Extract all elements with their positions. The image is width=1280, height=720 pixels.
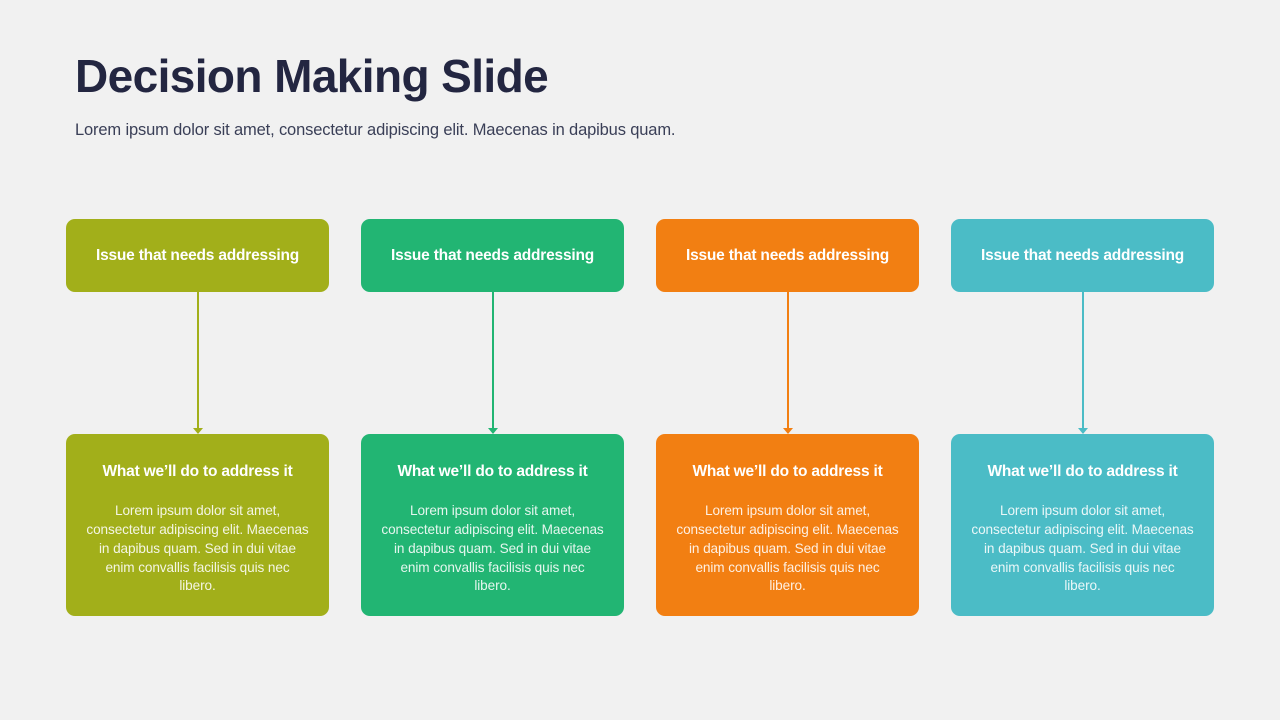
action-card-2[interactable]: What we’ll do to address it Lorem ipsum … — [361, 434, 624, 616]
action-card-title: What we’ll do to address it — [102, 463, 293, 480]
action-card-body: Lorem ipsum dolor sit amet, consectetur … — [86, 503, 309, 594]
page-subtitle: Lorem ipsum dolor sit amet, consectetur … — [75, 120, 676, 139]
connector-4 — [1077, 292, 1088, 434]
issue-card-label: Issue that needs addressing — [685, 246, 890, 264]
issue-card-label: Issue that needs addressing — [95, 246, 300, 264]
arrow-down-icon — [1077, 428, 1088, 434]
connector-line — [491, 292, 494, 433]
decision-columns: Issue that needs addressing What we’ll d… — [66, 219, 1214, 616]
slide-header: Decision Making Slide Lorem ipsum dolor … — [75, 50, 1205, 141]
action-card-1[interactable]: What we’ll do to address it Lorem ipsum … — [66, 434, 329, 616]
issue-card-label: Issue that needs addressing — [390, 246, 595, 264]
action-card-body: Lorem ipsum dolor sit amet, consectetur … — [676, 503, 899, 594]
action-card-title: What we’ll do to address it — [397, 463, 588, 480]
issue-card-3[interactable]: Issue that needs addressing — [656, 219, 919, 292]
issue-card-1[interactable]: Issue that needs addressing — [66, 219, 329, 292]
page-title: Decision Making Slide — [75, 50, 549, 102]
decision-column-1: Issue that needs addressing What we’ll d… — [66, 219, 329, 616]
decision-column-4: Issue that needs addressing What we’ll d… — [951, 219, 1214, 616]
issue-card-label: Issue that needs addressing — [980, 246, 1185, 264]
arrow-down-icon — [192, 428, 203, 434]
issue-card-4[interactable]: Issue that needs addressing — [951, 219, 1214, 292]
issue-card-2[interactable]: Issue that needs addressing — [361, 219, 624, 292]
connector-3 — [782, 292, 793, 434]
decision-column-2: Issue that needs addressing What we’ll d… — [361, 219, 624, 616]
connector-line — [196, 292, 199, 433]
action-card-body: Lorem ipsum dolor sit amet, consectetur … — [381, 503, 604, 594]
action-card-4[interactable]: What we’ll do to address it Lorem ipsum … — [951, 434, 1214, 616]
action-card-3[interactable]: What we’ll do to address it Lorem ipsum … — [656, 434, 919, 616]
connector-line — [786, 292, 789, 433]
decision-column-3: Issue that needs addressing What we’ll d… — [656, 219, 919, 616]
connector-2 — [487, 292, 498, 434]
action-card-title: What we’ll do to address it — [987, 463, 1178, 480]
connector-line — [1081, 292, 1084, 433]
arrow-down-icon — [487, 428, 498, 434]
connector-1 — [192, 292, 203, 434]
action-card-title: What we’ll do to address it — [692, 463, 883, 480]
arrow-down-icon — [782, 428, 793, 434]
action-card-body: Lorem ipsum dolor sit amet, consectetur … — [971, 503, 1194, 594]
